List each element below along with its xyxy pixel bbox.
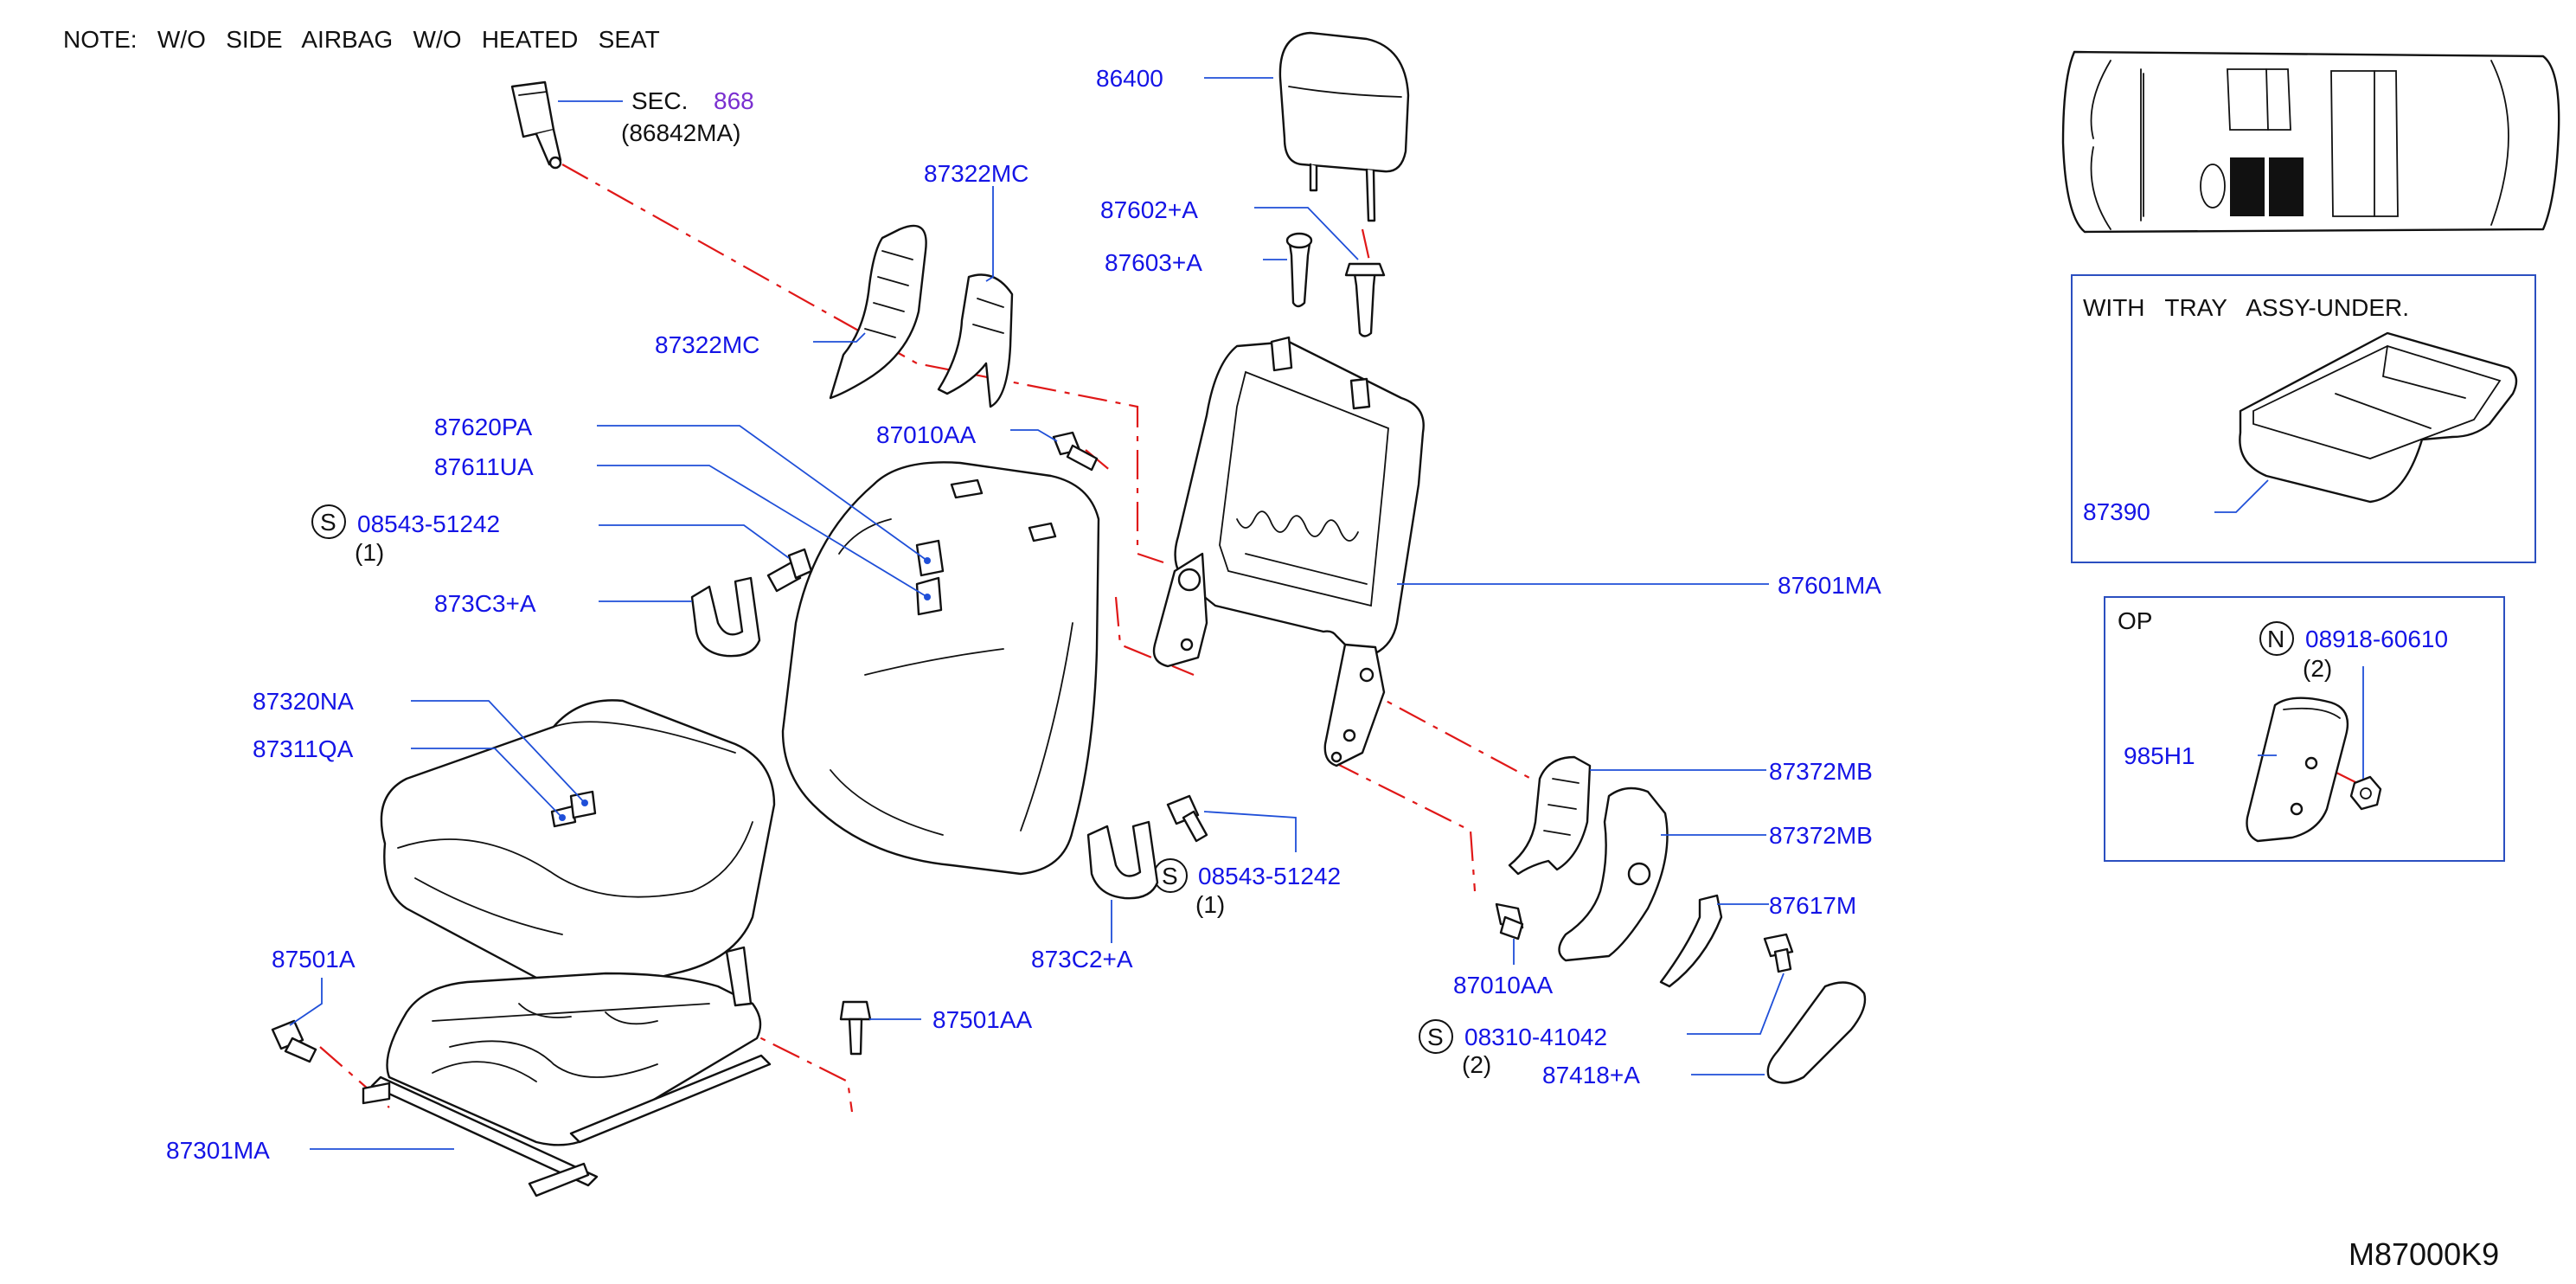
bolt-87501aa-drawing — [839, 1000, 872, 1056]
part-87372mb-upper[interactable]: 87372MB — [1769, 758, 1873, 785]
seat-cushion-frame-drawing — [362, 946, 772, 1197]
part-08543-51242-left[interactable]: 08543-51242 — [357, 510, 500, 537]
headrest-guide-drawing — [1285, 232, 1386, 337]
screw-1-drawing — [766, 548, 813, 593]
part-873c3-a[interactable]: 873C3+A — [434, 590, 536, 617]
headrest-drawing — [1278, 31, 1410, 222]
op-box-title: OP — [2118, 607, 2152, 634]
seat-back-frame-drawing — [1152, 336, 1425, 767]
part-87322mc-upper[interactable]: 87322MC — [924, 160, 1028, 187]
part-87320na[interactable]: 87320NA — [253, 688, 354, 715]
part-08310-41042[interactable]: 08310-41042 — [1464, 1024, 1607, 1050]
s-symbol-2: S — [1162, 863, 1178, 889]
part-87620pa[interactable]: 87620PA — [434, 414, 532, 440]
seat-cushion-drawing — [380, 699, 776, 995]
part-87372mb-lower[interactable]: 87372MB — [1769, 822, 1873, 849]
part-87301ma[interactable]: 87301MA — [166, 1137, 270, 1164]
tray-drawing — [2239, 331, 2518, 504]
op-box — [2104, 596, 2505, 862]
s-symbol-3: S — [1427, 1024, 1444, 1050]
tray-assy-box — [2071, 274, 2536, 563]
part-87390[interactable]: 87390 — [2083, 498, 2150, 525]
section-prefix: SEC. — [631, 87, 688, 114]
qty-screw-1: (1) — [355, 539, 384, 566]
screw-3-drawing — [1763, 933, 1794, 973]
s-symbol-1: S — [320, 509, 336, 536]
part-87602-a[interactable]: 87602+A — [1100, 196, 1198, 223]
clip-873c2-drawing — [1086, 820, 1159, 900]
part-87603-a[interactable]: 87603+A — [1105, 249, 1202, 276]
part-08543-51242-right[interactable]: 08543-51242 — [1198, 863, 1341, 889]
part-86400[interactable]: 86400 — [1096, 65, 1163, 92]
diagram-id: M87000K9 — [2349, 1236, 2499, 1272]
qty-screw-3: (2) — [1462, 1051, 1491, 1078]
part-985h1[interactable]: 985H1 — [2124, 742, 2195, 769]
knob-drawing — [1659, 894, 1723, 988]
diagram-note: NOTE: W/O SIDE AIRBAG W/O HEATED SEAT — [63, 26, 660, 53]
part-87010aa-upper[interactable]: 87010AA — [876, 421, 977, 448]
part-08918-60610[interactable]: 08918-60610 — [2305, 626, 2448, 652]
part-87617m[interactable]: 87617M — [1769, 892, 1856, 919]
part-87322mc-lower[interactable]: 87322MC — [655, 331, 759, 358]
section-subpart: (86842MA) — [621, 119, 741, 146]
cover-drawing — [1766, 981, 1867, 1084]
qty-screw-2: (1) — [1195, 891, 1225, 918]
qty-nut: (2) — [2303, 655, 2332, 682]
side-finisher-drawing — [1508, 755, 1669, 962]
op-bracket-drawing — [2246, 697, 2349, 843]
tray-box-title: WITH TRAY ASSY-UNDER. — [2083, 294, 2409, 321]
part-87501a[interactable]: 87501A — [272, 946, 356, 973]
section-link-868[interactable]: 868 — [714, 87, 754, 114]
seat-belt-buckle-drawing — [510, 80, 562, 170]
part-87611ua[interactable]: 87611UA — [434, 453, 534, 480]
bolt-87501a-drawing — [271, 1019, 317, 1063]
part-87418-a[interactable]: 87418+A — [1542, 1062, 1640, 1088]
part-87311qa[interactable]: 87311QA — [253, 735, 354, 762]
vehicle-locator-drawing — [2061, 50, 2560, 234]
part-87501aa[interactable]: 87501AA — [932, 1006, 1033, 1033]
n-symbol: N — [2267, 626, 2284, 652]
clip-873c3-drawing — [690, 576, 761, 658]
part-87010aa-lower[interactable]: 87010AA — [1453, 972, 1554, 998]
lower-bolt-drawing — [1495, 902, 1524, 941]
part-873c2-a[interactable]: 873C2+A — [1031, 946, 1133, 973]
back-finisher-drawing — [829, 224, 1014, 408]
op-nut-drawing — [2349, 775, 2382, 811]
seat-back-drawing — [781, 461, 1100, 876]
part-87601ma[interactable]: 87601MA — [1778, 572, 1881, 599]
back-bolt-drawing — [1052, 431, 1099, 472]
screw-2-drawing — [1166, 794, 1208, 843]
